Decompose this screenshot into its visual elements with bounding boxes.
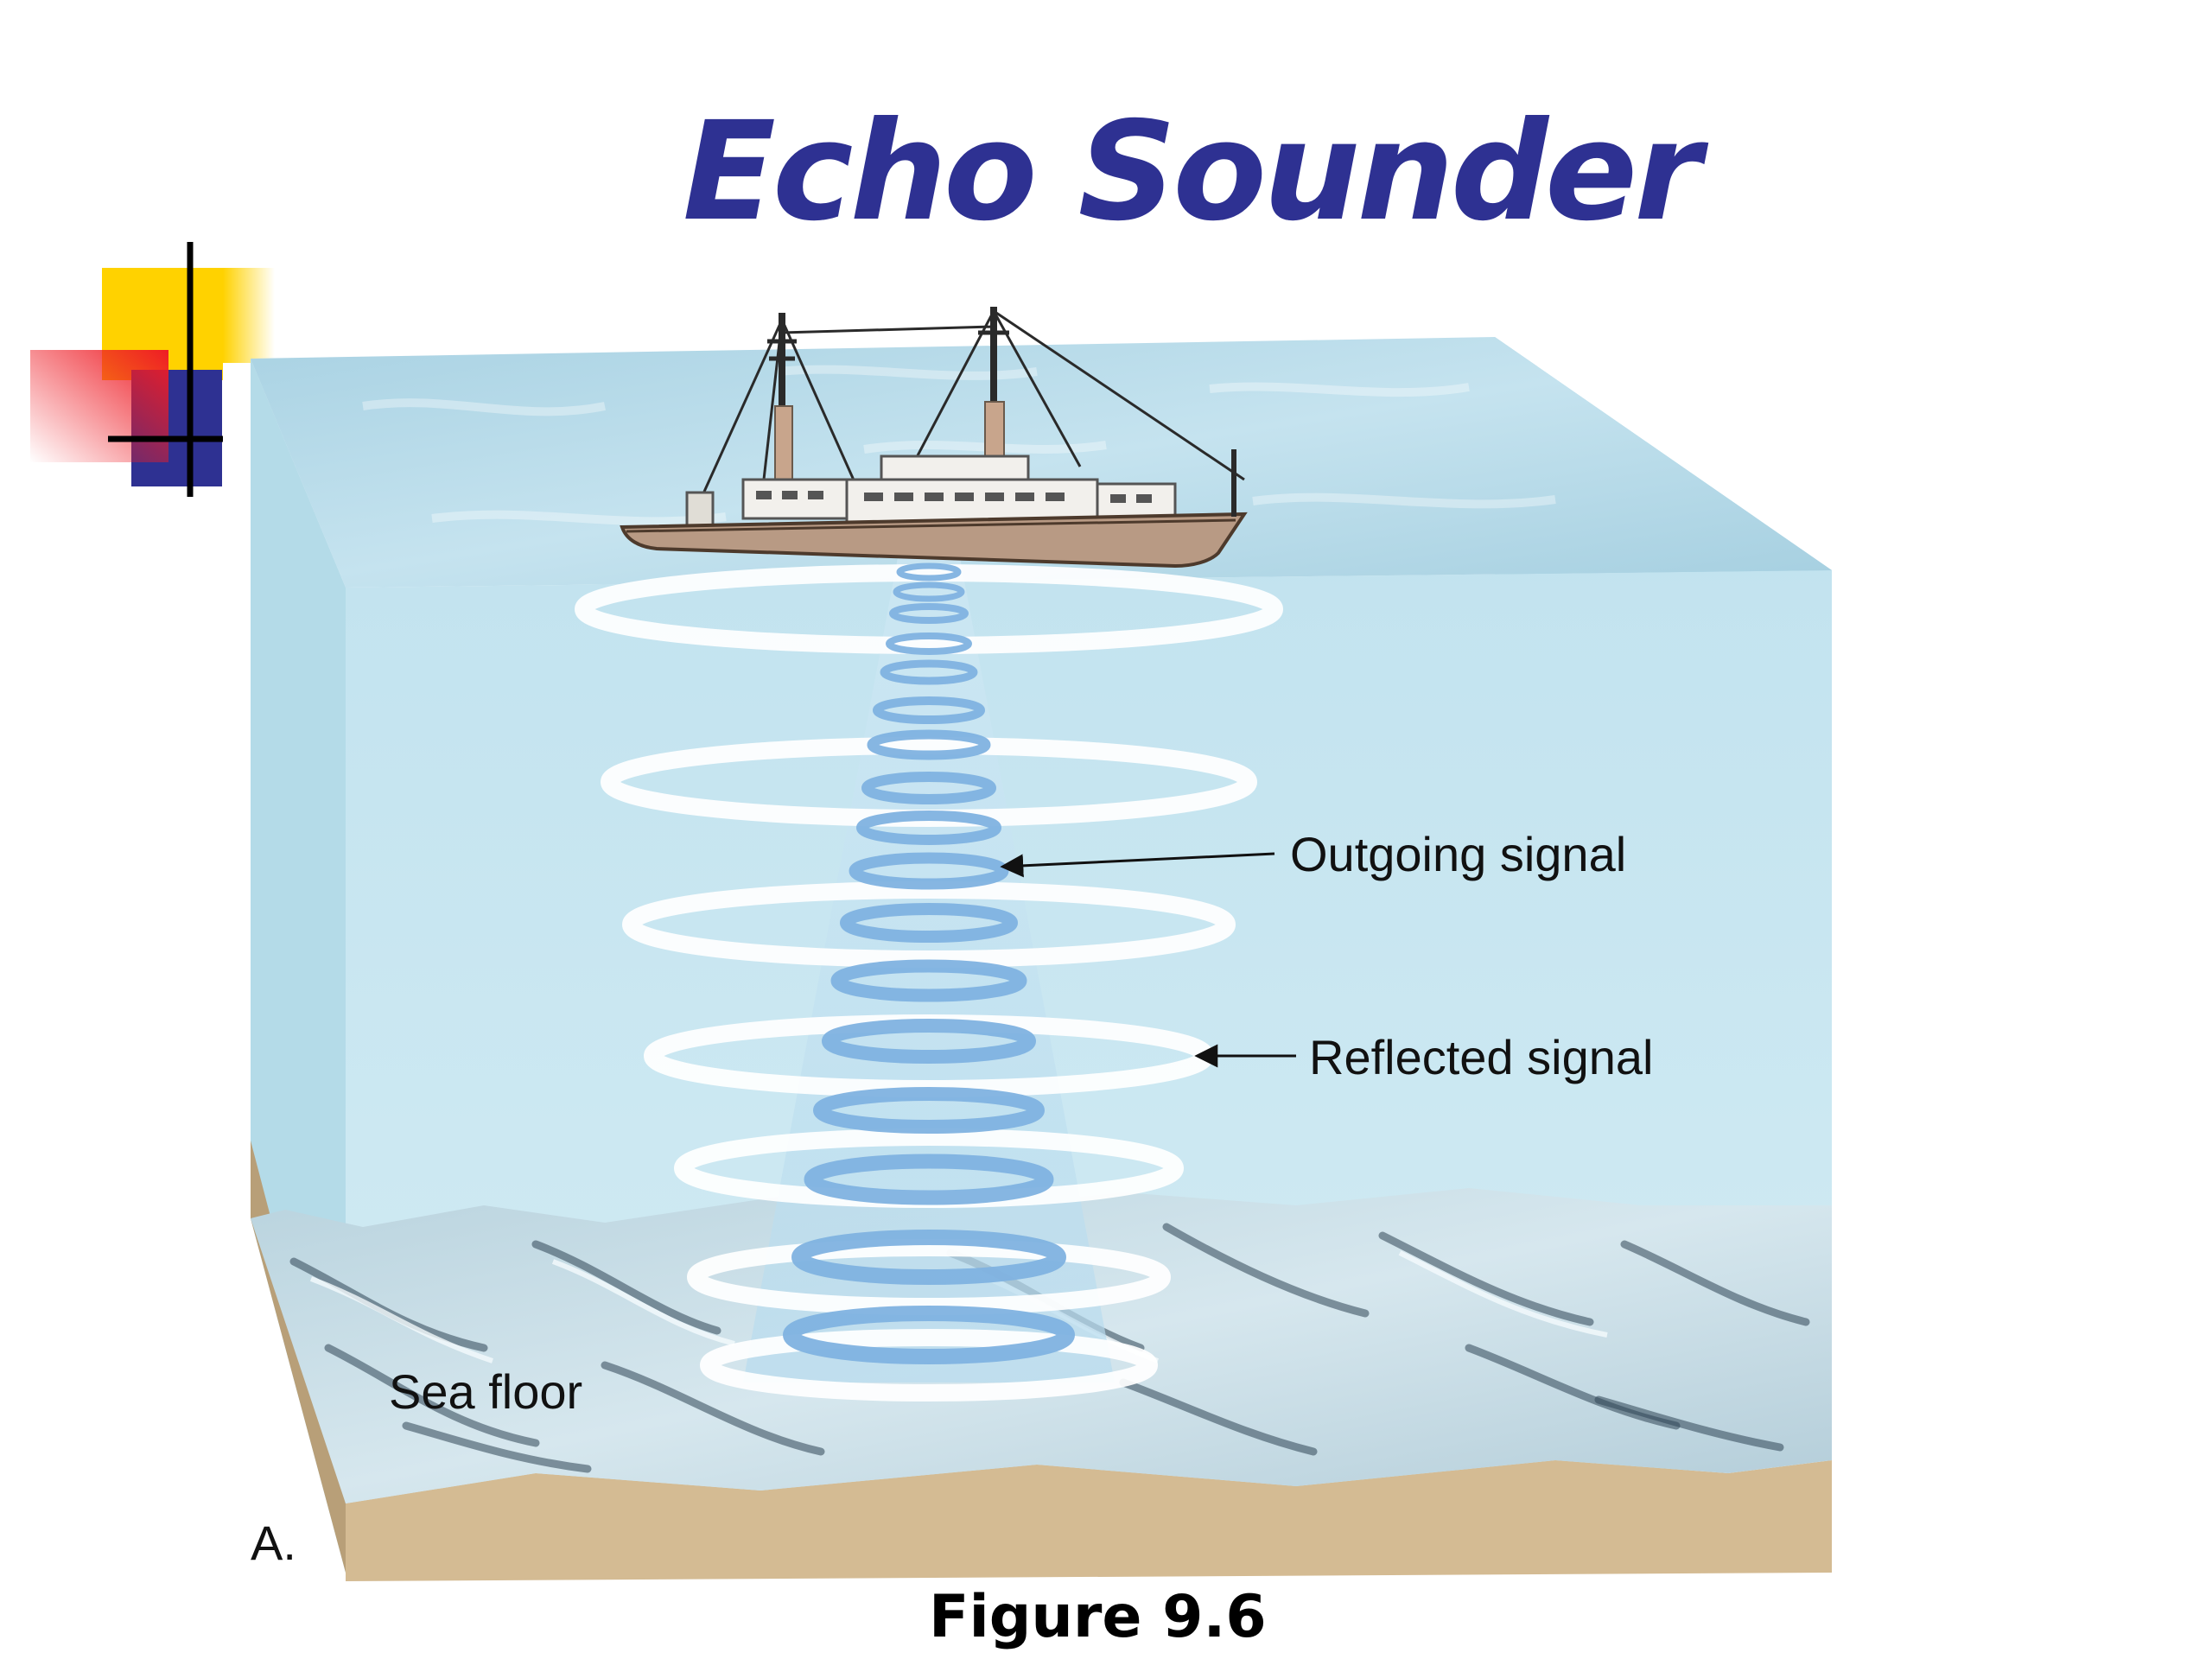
outgoing-ring	[867, 729, 991, 760]
slide-title: Echo Sounder	[683, 92, 1701, 251]
outgoing-ring	[893, 582, 965, 602]
outgoing-ring	[804, 1154, 1054, 1205]
outgoing-ring	[861, 772, 996, 804]
ship-funnel	[774, 405, 793, 489]
outgoing-ring	[822, 1019, 1036, 1064]
deco-red-square	[30, 350, 168, 462]
ship-rigging	[698, 309, 1245, 511]
corner-decoration	[30, 242, 275, 497]
ship-hull	[620, 512, 1248, 569]
outgoing-rings	[783, 563, 1075, 1364]
ship-cabin	[685, 491, 715, 529]
reflected-ring	[622, 881, 1236, 968]
figure-caption: Figure 9.6	[929, 1583, 1267, 1651]
outgoing-ring	[896, 563, 962, 582]
reflected-signal-label: Reflected signal	[1309, 1030, 1653, 1084]
outgoing-ring	[783, 1306, 1075, 1364]
outgoing-ring	[830, 959, 1027, 1002]
outgoing-signal-pointer	[1000, 852, 1275, 878]
outgoing-ring	[889, 603, 969, 624]
outgoing-ring	[856, 810, 1001, 845]
outgoing-ring	[813, 1087, 1045, 1134]
outgoing-ring	[791, 1230, 1066, 1285]
outgoing-signal-label: Outgoing signal	[1290, 827, 1626, 881]
ship-mainmast	[990, 307, 997, 462]
outgoing-ring	[886, 632, 972, 655]
research-ship-icon	[620, 307, 1248, 569]
panel-label: A.	[251, 1516, 296, 1570]
outgoing-ring	[880, 659, 978, 685]
reflected-ring	[700, 1329, 1158, 1402]
outgoing-ring	[840, 903, 1018, 943]
outgoing-ring	[873, 696, 985, 724]
sea-floor-label: Sea floor	[389, 1364, 582, 1419]
ship-foremast	[779, 313, 785, 486]
surface-texture	[362, 365, 1556, 526]
sediment-front	[346, 1460, 1832, 1581]
reflected-ring	[575, 564, 1283, 654]
ship-windows	[756, 491, 1152, 503]
ship-bowsprit	[1231, 449, 1236, 517]
